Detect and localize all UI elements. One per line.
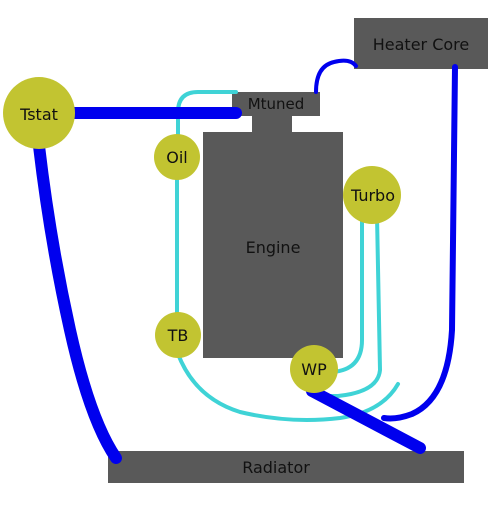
tb-label: TB xyxy=(167,326,189,345)
tstat-label: Tstat xyxy=(19,105,58,124)
engine-block xyxy=(203,132,343,358)
tstat-to-radiator-hose xyxy=(33,140,122,464)
engine-label: Engine xyxy=(246,238,301,257)
heater-core-label: Heater Core xyxy=(373,35,470,54)
heater-core-to-return-hose xyxy=(381,64,458,422)
mtuned-neck xyxy=(252,114,292,134)
tb-to-radiator-return-hose xyxy=(176,352,400,422)
mtuned-block xyxy=(232,92,320,116)
wp-label: WP xyxy=(301,360,327,379)
turbo-label: Turbo xyxy=(350,186,395,205)
oil-node xyxy=(154,134,200,180)
tb-node xyxy=(155,312,201,358)
oil-label: Oil xyxy=(166,148,187,167)
wp-node xyxy=(290,345,338,393)
heater-core-block xyxy=(354,18,488,69)
mtuned-to-heater-core-hose xyxy=(314,58,358,94)
wp-to-radiator-hose xyxy=(306,385,426,454)
turbo-node xyxy=(343,166,401,224)
radiator-block xyxy=(108,451,464,483)
mtuned-label: Mtuned xyxy=(248,95,305,113)
radiator-label: Radiator xyxy=(242,458,310,477)
tstat-node xyxy=(3,77,75,149)
turbo-to-wp-hose-outer xyxy=(324,214,383,398)
